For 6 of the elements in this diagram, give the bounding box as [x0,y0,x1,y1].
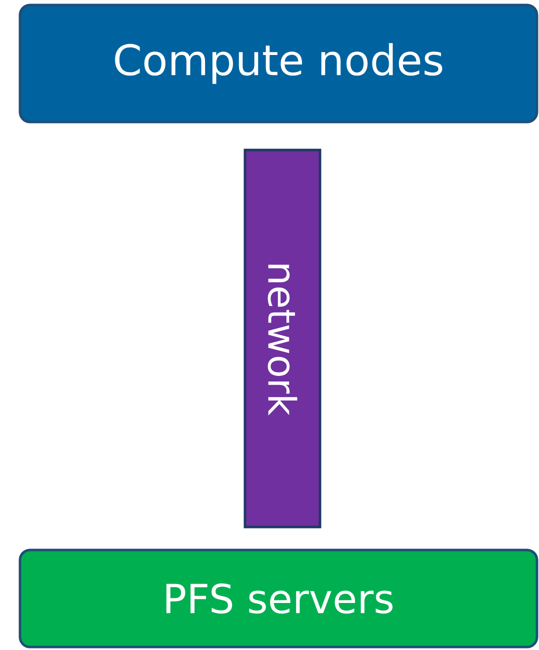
bar-label: network [268,264,298,416]
box-label: PFS servers [166,583,392,614]
process-box [18,4,538,124]
process-box [18,548,538,648]
network-bar [244,148,322,528]
box-label: Compute nodes [115,43,442,84]
